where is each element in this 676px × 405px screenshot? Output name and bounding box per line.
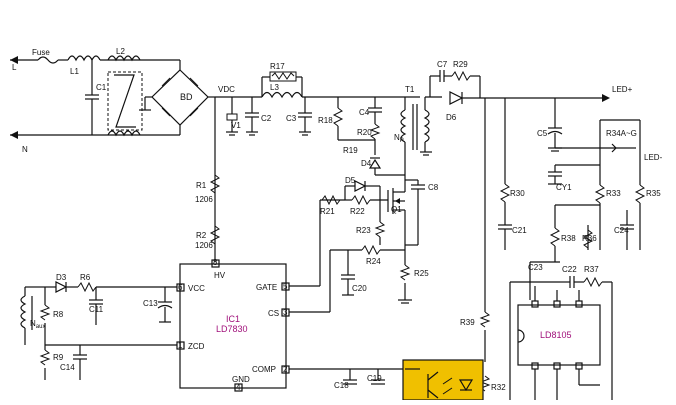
pin-num-2: 2 — [283, 365, 288, 374]
label-R1-value: 1206 — [195, 195, 213, 204]
label-R18: R18 — [318, 116, 333, 125]
label-R20: R20 — [357, 128, 372, 137]
label-IC1: IC1 — [226, 314, 240, 324]
label-R34: R34A~G — [606, 129, 637, 138]
label-R8: R8 — [53, 310, 64, 319]
label-R25: R25 — [414, 269, 429, 278]
label-C4: C4 — [359, 108, 370, 117]
input-filter — [10, 55, 181, 139]
transformer-T1 — [400, 97, 432, 175]
label-R30: R30 — [510, 189, 525, 198]
label-R22: R22 — [350, 207, 365, 216]
label-R2: R2 — [196, 231, 207, 240]
label-R35: R35 — [646, 189, 661, 198]
label-Naux: Naux — [30, 319, 45, 330]
label-C21: C21 — [512, 226, 527, 235]
label-C11: C11 — [89, 305, 104, 314]
label-LD7830: LD7830 — [216, 324, 248, 334]
label-VDC: VDC — [218, 85, 235, 94]
label-Np: NP — [394, 133, 404, 144]
bridge-rectifier — [139, 69, 215, 126]
pin-num-8: 8 — [213, 258, 218, 267]
pin-num-5: 5 — [283, 282, 288, 291]
label-C20: C20 — [352, 284, 367, 293]
label-C1: C1 — [96, 83, 107, 92]
mosfet-Q1 — [387, 175, 406, 265]
pin-CS-label: CS — [268, 309, 279, 318]
label-R17: R17 — [270, 62, 285, 71]
label-V1: V1 — [231, 121, 241, 130]
label-C22: C22 — [562, 265, 577, 274]
pin-num-4: 4 — [236, 383, 241, 392]
label-R19: R19 — [343, 146, 358, 155]
label-C24: C24 — [614, 226, 629, 235]
label-C7: C7 — [437, 60, 448, 69]
label-C3: C3 — [286, 114, 297, 123]
label-C13: C13 — [143, 299, 158, 308]
label-R23: R23 — [356, 226, 371, 235]
label-R37: R37 — [584, 265, 599, 274]
label-C8: C8 — [428, 183, 439, 192]
pin-COMP-label: COMP — [252, 365, 276, 374]
ground-symbols — [226, 131, 311, 136]
label-N: N — [22, 145, 28, 154]
pin-HV-label: HV — [214, 271, 226, 280]
label-R36: R36 — [582, 234, 597, 243]
label-T1: T1 — [405, 85, 415, 94]
label-R9: R9 — [53, 353, 64, 362]
label-LEDp: LED+ — [612, 85, 633, 94]
label-R39: R39 — [460, 318, 475, 327]
optocoupler — [402, 359, 484, 401]
label-C18: C18 — [334, 381, 349, 390]
pin-GND-label: GND — [232, 375, 250, 384]
label-CY1: CY1 — [556, 183, 572, 192]
label-LD8105: LD8105 — [540, 330, 572, 340]
label-D4: D4 — [361, 159, 372, 168]
label-C2: C2 — [261, 114, 272, 123]
label-D3: D3 — [56, 273, 67, 282]
pin-num-6: 6 — [178, 283, 183, 292]
pin-num-3: 3 — [283, 308, 288, 317]
label-fuse: Fuse — [32, 48, 50, 57]
label-Q1: Q1 — [391, 205, 402, 214]
label-C5: C5 — [537, 129, 548, 138]
label-R38: R38 — [561, 234, 576, 243]
label-LEDm: LED- — [644, 153, 663, 162]
label-R33: R33 — [606, 189, 621, 198]
label-L1: L1 — [70, 67, 79, 76]
label-R32: R32 — [491, 383, 506, 392]
pin-ZCD-label: ZCD — [188, 342, 205, 351]
label-R21: R21 — [320, 207, 335, 216]
label-R24: R24 — [366, 257, 381, 266]
label-R29: R29 — [453, 60, 468, 69]
label-L3: L3 — [270, 83, 279, 92]
label-R6: R6 — [80, 273, 91, 282]
label-D5: D5 — [345, 176, 356, 185]
pin-GATE-label: GATE — [256, 283, 277, 292]
label-C19: C19 — [367, 374, 382, 383]
label-R1: R1 — [196, 181, 207, 190]
label-C14: C14 — [60, 363, 75, 372]
label-D6: D6 — [446, 113, 457, 122]
label-L: L — [12, 63, 17, 72]
pin-num-1: 1 — [178, 341, 183, 350]
ic-LD8105 — [517, 286, 601, 400]
label-L2: L2 — [116, 47, 125, 56]
label-C23: C23 — [528, 263, 543, 272]
label-BD: BD — [180, 92, 193, 102]
label-R2-value: 1206 — [195, 241, 213, 250]
pin-VCC-label: VCC — [188, 284, 205, 293]
